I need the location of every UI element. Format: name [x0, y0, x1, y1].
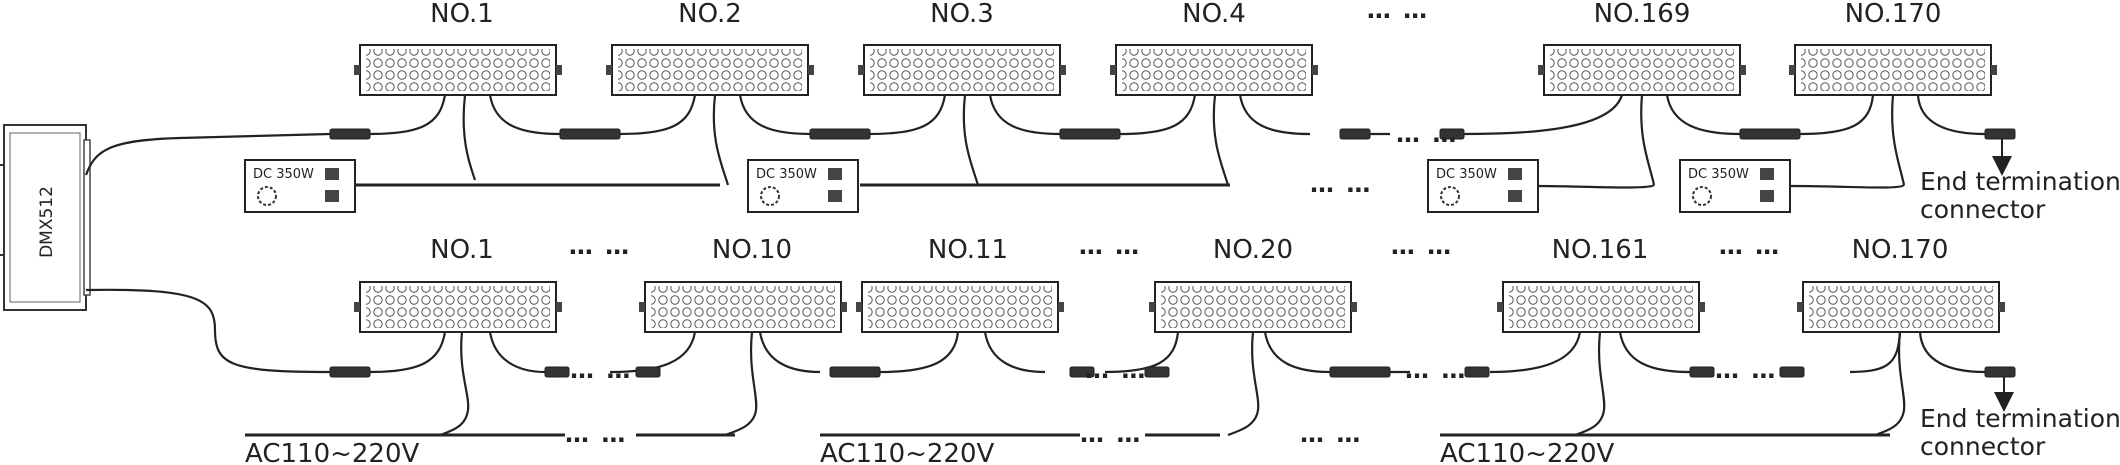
continuation-dots: … … … … … … … … … … … … … … … … … …: [565, 120, 1777, 448]
bottom-dots-2: … …: [1079, 232, 1141, 260]
power-supply-1: DC 350W: [244, 159, 356, 213]
bottom-fixtures: [354, 281, 2005, 333]
ac-labels: AC110~220V AC110~220V AC110~220V: [245, 439, 1615, 465]
power-supply-3-label: DC 350W: [1436, 167, 1497, 182]
fixture-bottom-1: [354, 281, 562, 333]
end-termination-top: End termination connector: [1920, 139, 2120, 224]
dmx-controller: DMX512: [0, 124, 91, 311]
bottom-row-labels: NO.1 … … NO.10 NO.11 … … NO.20 … … NO.16…: [430, 232, 1948, 265]
fixture-top-2: [606, 44, 814, 96]
top-label-3: NO.3: [930, 0, 994, 29]
fixture-bottom-170: [1797, 281, 2005, 333]
ac-dots-1: … …: [565, 420, 627, 448]
ac-label-1: AC110~220V: [245, 439, 420, 465]
power-supplies: DC 350W DC 350W DC 350W DC 350W: [244, 159, 1791, 213]
fixture-bottom-10: [639, 281, 847, 333]
power-supply-4-label: DC 350W: [1688, 167, 1749, 182]
top-chain-dots: … …: [1396, 120, 1458, 148]
bottom-label-10: NO.10: [712, 235, 792, 265]
fixture-top-170: [1789, 44, 1997, 96]
power-supply-1-label: DC 350W: [253, 167, 314, 182]
fixture-top-1: [354, 44, 562, 96]
fixture-bottom-161: [1497, 281, 1705, 333]
bottom-label-161: NO.161: [1552, 235, 1649, 265]
bottom-label-170: NO.170: [1852, 235, 1949, 265]
bottom-chain-dots-2: … …: [1085, 356, 1147, 384]
controller-label: DMX512: [37, 186, 57, 258]
top-label-4: NO.4: [1182, 0, 1246, 29]
bottom-chain-dots-1: … …: [570, 356, 632, 384]
ac-label-2: AC110~220V: [820, 439, 995, 465]
end-termination-top-line2: connector: [1920, 195, 2046, 224]
ac-label-3: AC110~220V: [1440, 439, 1615, 465]
fixture-top-3: [858, 44, 1066, 96]
power-supply-2: DC 350W: [747, 159, 859, 213]
top-row-labels: NO.1 NO.2 NO.3 NO.4 … … NO.169 NO.170: [430, 0, 1941, 29]
end-termination-bottom-line2: connector: [1920, 432, 2046, 461]
ac-dots-3: … …: [1300, 420, 1362, 448]
top-label-gap-dots: … …: [1367, 0, 1429, 24]
fixture-top-4: [1110, 44, 1318, 96]
ac-dots-2: … …: [1080, 420, 1142, 448]
top-fixtures: [354, 44, 1997, 96]
bottom-dots-1: … …: [569, 232, 631, 260]
end-termination-bottom: End termination connector: [1920, 377, 2120, 461]
power-supply-4: DC 350W: [1679, 159, 1791, 213]
bottom-chain-dots-3: … …: [1405, 356, 1467, 384]
fixture-bottom-20: [1149, 281, 1357, 333]
end-termination-bottom-line1: End termination: [1920, 404, 2120, 433]
end-termination-top-line1: End termination: [1920, 167, 2120, 196]
fixture-top-169: [1538, 44, 1746, 96]
bottom-label-20: NO.20: [1213, 235, 1293, 265]
top-label-1: NO.1: [430, 0, 494, 29]
top-label-169: NO.169: [1594, 0, 1691, 29]
bottom-label-1: NO.1: [430, 235, 494, 265]
bottom-dots-3: … …: [1391, 232, 1453, 260]
power-supply-links: [1537, 184, 1905, 189]
power-supply-3: DC 350W: [1427, 159, 1539, 213]
top-label-2: NO.2: [678, 0, 742, 29]
bottom-label-11: NO.11: [928, 235, 1008, 265]
top-bus-dots: … …: [1310, 170, 1372, 198]
connectors: [329, 128, 2016, 378]
top-label-170: NO.170: [1845, 0, 1942, 29]
fixture-bottom-11: [856, 281, 1064, 333]
power-supply-2-label: DC 350W: [756, 167, 817, 182]
bottom-chain-dots-4: … …: [1715, 356, 1777, 384]
signal-cables: [84, 94, 1986, 437]
bottom-dots-4: … …: [1719, 232, 1781, 260]
